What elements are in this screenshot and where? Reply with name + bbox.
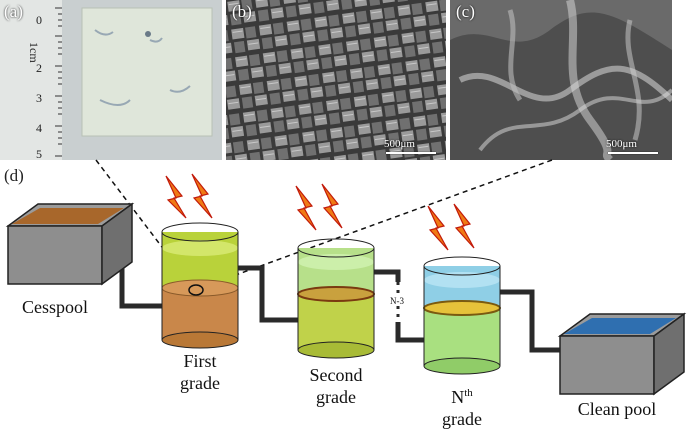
lightning-icons [165,173,475,251]
second-grade-cylinder [297,238,375,359]
ruler-labels: 0 1cm 2 3 4 5 [27,13,42,160]
cesspool-tank [5,202,135,286]
cesspool-label: Cesspool [21,297,88,317]
clean-pool-label: Clean pool [577,399,657,419]
first-grade-cylinder [161,222,239,349]
panel-b-scale-bar [386,152,436,154]
nth-grade-label: Nth grade [412,382,512,430]
lightning-icon [427,205,449,251]
pipe-second-gap-top [372,269,401,282]
woven-texture-graphic [226,0,446,160]
second-grade-label-line1: Second [309,365,363,385]
panel-c-letter: (c) [456,2,475,21]
nth-grade-cylinder [423,256,501,375]
pipe-first-second [232,265,300,323]
panel-b-sem-image: (b) 500μm [226,0,446,160]
ruler-number-5: 5 [36,147,42,160]
ruler-number-4: 4 [36,121,42,135]
panel-a-photo: (a) 0 1cm 2 3 4 5 [0,0,222,160]
first-grade-label-line1: First [183,351,217,371]
fibre-texture-graphic [450,0,672,160]
panel-c-scale-bar [608,152,658,154]
pipe-gap-label: N-3 [389,296,405,306]
ruler-number-0: 0 [36,13,42,27]
ruler-number-3: 3 [36,91,42,105]
nth-grade-label-line1: Nth [412,382,512,408]
second-grade-label: Second grade [286,364,386,408]
lightning-icon [165,175,187,219]
clean-pool-tank [557,312,687,396]
ruler-unit-label: 1cm [27,42,41,63]
nth-grade-base: N [451,387,465,407]
ruler-photo-graphic [0,0,222,160]
pipe-gap-nth [395,322,428,343]
first-grade-label: First grade [150,350,250,394]
pipe-nth-clean [498,289,560,353]
first-grade-label-line2: grade [180,373,220,393]
lightning-icon [321,183,343,229]
panel-c-sem-image: (c) 500μm [450,0,672,160]
ruler-number-2: 2 [36,61,42,75]
nth-grade-label-line2: grade [442,409,482,429]
second-grade-label-line2: grade [316,387,356,407]
lightning-icon [295,185,317,231]
panel-d-letter: (d) [4,166,24,185]
lightning-icon [453,203,475,249]
panel-a-letter: (a) [4,2,23,21]
panel-c-scale-label: 500μm [606,138,637,150]
panel-b-letter: (b) [232,2,252,21]
lightning-icon [191,173,213,219]
panel-b-scale-label: 500μm [384,138,415,150]
nth-grade-sup: th [464,387,473,399]
